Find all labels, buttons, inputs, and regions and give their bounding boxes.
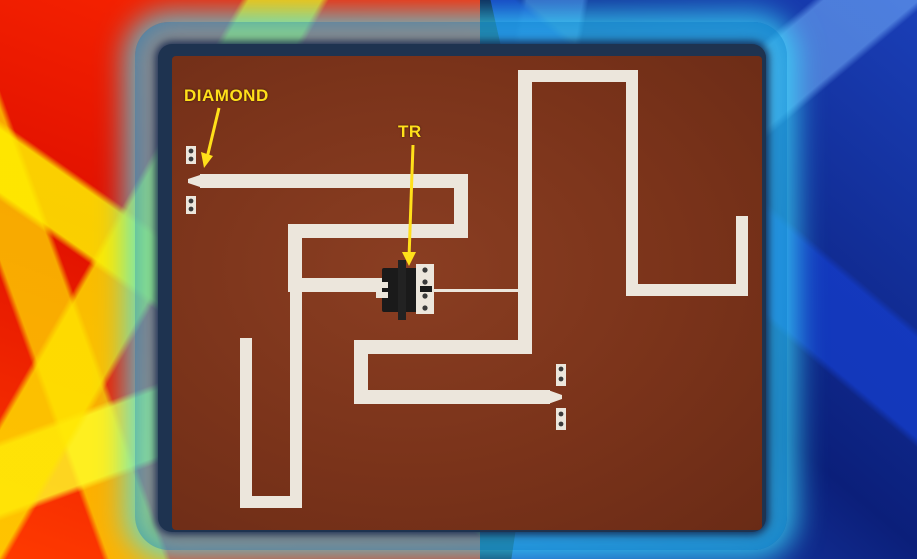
microstrip-traces [188,70,748,508]
trace-output-thin [434,289,524,292]
diamond-arrowhead [201,152,213,168]
tr-arrowhead [402,252,416,266]
input-taper [188,175,200,187]
stub-left-bottom [240,496,302,508]
output-pads [556,364,566,430]
trace-to-transistor [288,278,388,292]
trace-mid-horizontal [288,224,468,238]
trace-output-vertical [518,290,532,354]
stub-left-vertical [290,292,302,508]
stub-right-a [518,70,532,300]
output-taper [548,390,562,404]
stub-left-inner [240,338,252,508]
diamond-arrow [205,107,221,159]
stub-right-end [736,216,748,296]
circuit-board-photo [172,56,762,530]
trace-output-bottom [354,390,550,404]
trace-top-horizontal [200,174,468,188]
trace-output-left-vertical [354,340,368,404]
trace-output-mid [354,340,532,354]
input-pads [186,146,196,214]
trace-top-right-vertical [454,174,468,238]
stub-right-top [518,70,638,82]
tr-label: TR [398,122,422,141]
stub-right-bottom [626,284,748,296]
diamond-label: DIAMOND [184,86,269,105]
stub-right-b [626,70,638,296]
tr-arrow [407,144,415,259]
trace-left-vertical [288,224,302,292]
microstrip-layout [186,70,748,508]
transistor-package [376,260,434,320]
